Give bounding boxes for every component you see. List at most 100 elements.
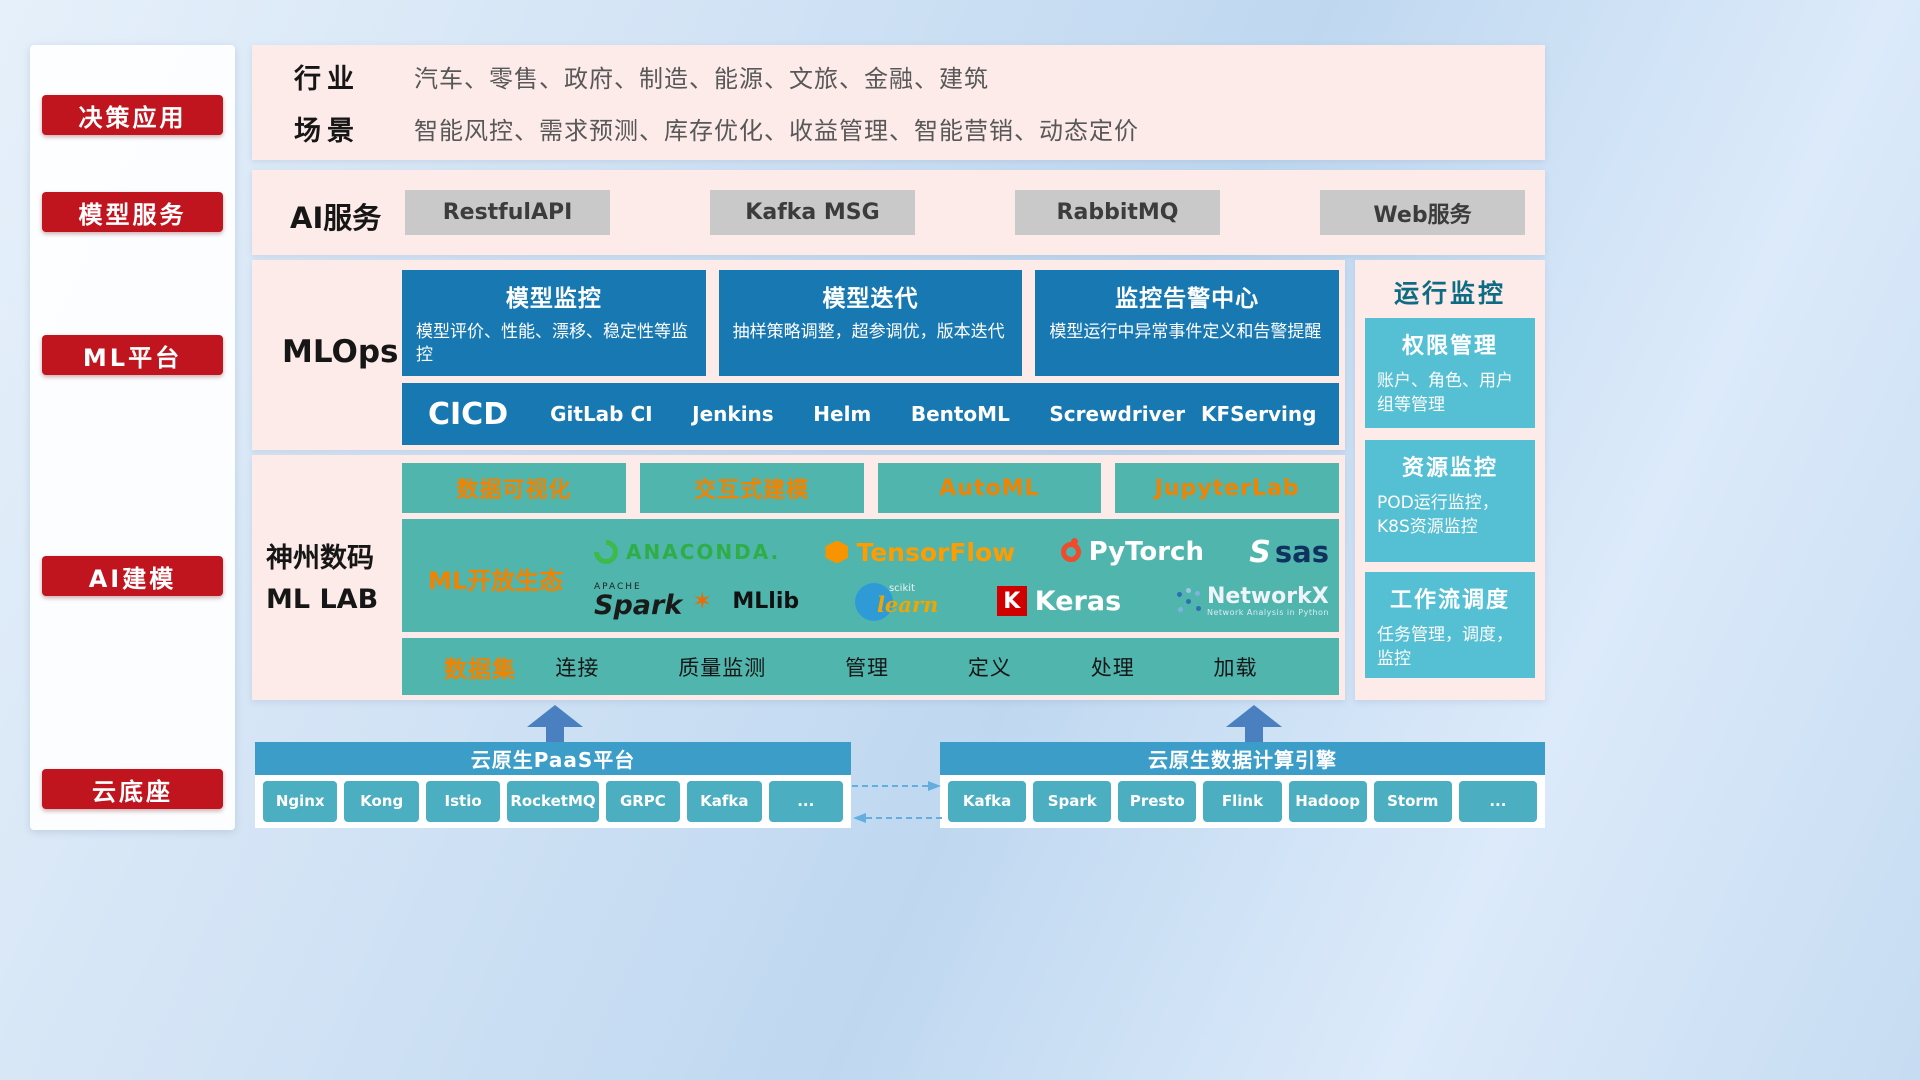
service-block-kafka-msg: Kafka MSG bbox=[710, 190, 915, 235]
industry-label: 行业 bbox=[294, 64, 360, 96]
keras-k-icon: K bbox=[996, 586, 1027, 616]
card-desc: 模型运行中异常事件定义和告警提醒 bbox=[1049, 322, 1322, 342]
service-block-web: Web服务 bbox=[1320, 190, 1525, 235]
service-block-restfulapi: RestfulAPI bbox=[405, 190, 610, 235]
chip-flink: Flink bbox=[1203, 781, 1282, 822]
sas-logo: S sas bbox=[1249, 535, 1329, 570]
anaconda-logo-text: ANACONDA. bbox=[626, 540, 781, 564]
industry-row: 行业 汽车、零售、政府、制造、能源、文旅、金融、建筑 bbox=[294, 57, 1545, 96]
arrow-head-left bbox=[853, 813, 866, 823]
dataset-item-define: 定义 bbox=[967, 655, 1012, 680]
networkx-logo: NetworkX Network Analysis in Python bbox=[1177, 584, 1329, 618]
tool-bentoml: BentoML bbox=[910, 401, 1010, 426]
dataset-items: 连接 质量监测 管理 定义 处理 加载 bbox=[516, 652, 1297, 682]
dataset-item-load: 加载 bbox=[1213, 655, 1258, 680]
ml-ecosystem-box: ML开放生态 ANACONDA. TensorFlow PyTorch bbox=[402, 519, 1339, 632]
mlops-panel: MLOps 模型监控 模型评价、性能、漂移、稳定性等监控 模型迭代 抽样策略调整… bbox=[252, 260, 1345, 450]
anaconda-icon bbox=[589, 535, 623, 569]
chip-kong: Kong bbox=[344, 781, 419, 822]
tool-kfserving: KFServing bbox=[1200, 401, 1317, 426]
spark-star-icon: ✶ bbox=[692, 587, 713, 615]
card-desc: 模型评价、性能、漂移、稳定性等监控 bbox=[416, 322, 688, 365]
card-title: 模型迭代 bbox=[822, 286, 919, 312]
logo-row-2: APACHE Spark ✶ MLlib scikit learn K Kera… bbox=[594, 577, 1329, 625]
tensorflow-logo: TensorFlow bbox=[825, 538, 1015, 567]
tool-data-visualization: 数据可视化 bbox=[402, 463, 626, 513]
chip-istio: Istio bbox=[425, 781, 501, 822]
chip-hadoop: Hadoop bbox=[1288, 781, 1367, 822]
chip-kafka: Kafka bbox=[948, 781, 1027, 822]
networkx-icon bbox=[1177, 590, 1199, 612]
sas-logo-text: sas bbox=[1274, 535, 1329, 569]
cicd-bar: CICD GitLab CI Jenkins Helm BentoML Scre… bbox=[402, 383, 1339, 445]
arrow-head-right bbox=[928, 781, 941, 791]
spark-apache-text: APACHE bbox=[594, 582, 642, 592]
layer-label-ml-platform: ML平台 bbox=[42, 335, 223, 375]
chip-nginx: Nginx bbox=[263, 781, 338, 822]
dataset-item-manage: 管理 bbox=[845, 655, 890, 680]
tool-jenkins: Jenkins bbox=[692, 401, 774, 426]
dataset-item-connect: 连接 bbox=[555, 655, 600, 680]
spark-logo-text: Spark bbox=[594, 590, 683, 621]
scikit-learn-text: learn bbox=[876, 592, 939, 617]
cloud-data-engine-section: 云原生数据计算引擎 Kafka Spark Presto Flink Hadoo… bbox=[940, 742, 1545, 828]
tool-helm: Helm bbox=[813, 401, 872, 426]
layer-label-cloud-base: 云底座 bbox=[42, 769, 223, 809]
card-alert-center: 监控告警中心 模型运行中异常事件定义和告警提醒 bbox=[1035, 270, 1340, 376]
chip-grpc: GRPC bbox=[605, 781, 681, 822]
card-model-monitoring: 模型监控 模型评价、性能、漂移、稳定性等监控 bbox=[402, 270, 706, 376]
ai-services-label: AI服务 bbox=[290, 201, 382, 235]
cicd-tools: GitLab CI Jenkins Helm BentoML Screwdriv… bbox=[550, 401, 1317, 426]
card-desc: 抽样策略调整，超参调优，版本迭代 bbox=[732, 322, 1005, 342]
anaconda-logo: ANACONDA. bbox=[589, 535, 781, 569]
data-flow-arrows bbox=[852, 781, 942, 823]
arrow-triangle bbox=[527, 705, 583, 727]
layer-sidebar: 决策应用 模型服务 ML平台 AI建模 云底座 bbox=[30, 45, 235, 830]
card-resource-monitoring: 资源监控 POD运行监控，K8S资源监控 bbox=[1365, 440, 1535, 562]
mllib-logo-text: MLlib bbox=[732, 588, 800, 614]
keras-logo: K Keras bbox=[996, 585, 1122, 617]
ai-services-panel: AI服务 RestfulAPI Kafka MSG RabbitMQ Web服务 bbox=[252, 170, 1545, 255]
card-title: 监控告警中心 bbox=[1115, 286, 1260, 312]
tool-screwdriver: Screwdriver bbox=[1049, 401, 1186, 426]
ecosystem-logos: ANACONDA. TensorFlow PyTorch S sas bbox=[589, 519, 1329, 632]
dataset-item-quality: 质量监测 bbox=[678, 655, 767, 680]
tensorflow-icon bbox=[825, 540, 849, 564]
mlops-cards: 模型监控 模型评价、性能、漂移、稳定性等监控 模型迭代 抽样策略调整，超参调优，… bbox=[402, 270, 1340, 376]
ml-ecosystem-label: ML开放生态 bbox=[428, 567, 564, 595]
dataset-label: 数据集 bbox=[444, 656, 516, 683]
tensorflow-logo-text: TensorFlow bbox=[856, 537, 1016, 567]
layer-label-decision-apps: 决策应用 bbox=[42, 95, 223, 135]
arrow-triangle bbox=[1226, 705, 1282, 727]
chip-more: ... bbox=[768, 781, 843, 822]
scenario-label: 场景 bbox=[294, 115, 360, 147]
spark-mllib-logo: APACHE Spark ✶ MLlib bbox=[594, 582, 800, 621]
mllab-label-line2: ML LAB bbox=[266, 583, 379, 615]
card-title: 权限管理 bbox=[1401, 334, 1498, 359]
logo-row-1: ANACONDA. TensorFlow PyTorch S sas bbox=[589, 531, 1329, 573]
mllab-panel: 神州数码 ML LAB 数据可视化 交互式建模 AutoML JupyterLa… bbox=[252, 455, 1345, 700]
industry-scenario-panel: 行业 汽车、零售、政府、制造、能源、文旅、金融、建筑 场景 智能风控、需求预测、… bbox=[252, 45, 1545, 160]
chip-storm: Storm bbox=[1373, 781, 1452, 822]
mlops-label: MLOps bbox=[282, 334, 399, 370]
cloud-paas-section: 云原生PaaS平台 Nginx Kong Istio RocketMQ GRPC… bbox=[255, 742, 851, 828]
tool-gitlab-ci: GitLab CI bbox=[550, 401, 653, 426]
dataset-item-process: 处理 bbox=[1090, 655, 1135, 680]
pytorch-logo-text: PyTorch bbox=[1088, 537, 1204, 567]
mllab-label-line1: 神州数码 bbox=[266, 543, 374, 574]
dataset-bar: 数据集 连接 质量监测 管理 定义 处理 加载 bbox=[402, 638, 1339, 695]
industry-value: 汽车、零售、政府、制造、能源、文旅、金融、建筑 bbox=[414, 65, 989, 94]
layer-label-model-service: 模型服务 bbox=[42, 192, 223, 232]
scikit-top-text: scikit bbox=[888, 583, 915, 594]
tool-automl: AutoML bbox=[877, 463, 1102, 513]
mllab-label: 神州数码 ML LAB bbox=[266, 539, 402, 620]
card-model-iteration: 模型迭代 抽样策略调整，超参调优，版本迭代 bbox=[718, 270, 1023, 376]
scenario-row: 场景 智能风控、需求预测、库存优化、收益管理、智能营销、动态定价 bbox=[294, 109, 1545, 148]
service-block-rabbitmq: RabbitMQ bbox=[1015, 190, 1220, 235]
keras-logo-text: Keras bbox=[1034, 585, 1122, 617]
cloud-paas-header: 云原生PaaS平台 bbox=[255, 742, 851, 775]
scikit-learn-logo: scikit learn bbox=[854, 579, 941, 623]
tool-jupyterlab: JupyterLab bbox=[1115, 463, 1339, 513]
card-desc: 任务管理，调度，监控 bbox=[1377, 625, 1513, 669]
